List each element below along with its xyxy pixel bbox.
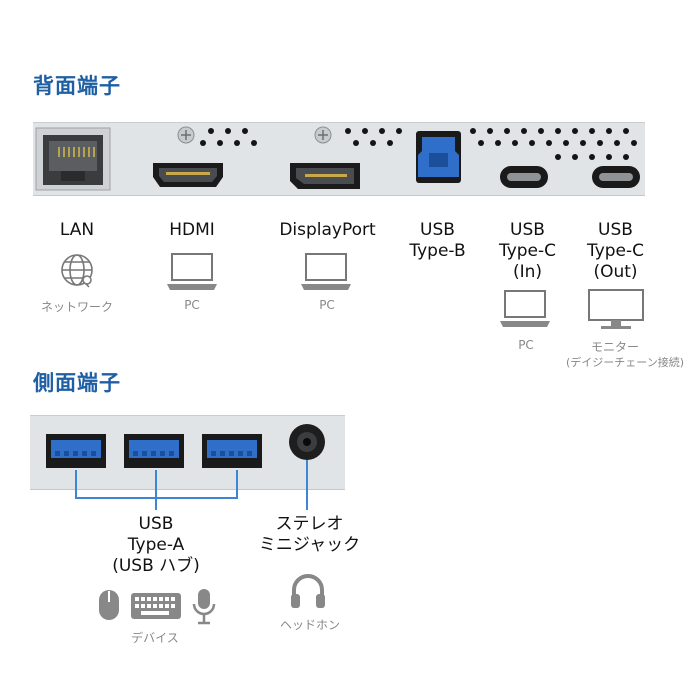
hdmi-label: HDMI xyxy=(169,220,215,240)
side-panel-graphic xyxy=(46,424,325,468)
laptop-icon xyxy=(166,252,218,292)
usb-type-a-label-line3: (USB ハブ) xyxy=(112,556,200,576)
usb-type-b-port xyxy=(416,131,461,183)
displayport-port xyxy=(290,163,360,189)
usb-type-b-label: USB Type-B xyxy=(400,220,475,262)
usb-type-a-device-label: デバイス xyxy=(131,631,179,645)
stereo-mini-jack-label: ステレオ ミニジャック xyxy=(252,514,367,556)
laptop-icon xyxy=(300,252,352,292)
mouse-icon xyxy=(97,588,121,622)
usb-type-c-out-port xyxy=(592,166,640,188)
microphone-icon xyxy=(191,587,217,625)
usb-type-c-out-label: USB Type-C (Out) xyxy=(578,220,653,283)
lan-label: LAN xyxy=(59,220,95,240)
side-section-title: 側面端子 xyxy=(33,371,121,395)
lan-port xyxy=(35,127,111,191)
usb-type-c-out-label-line1: USB xyxy=(598,220,633,240)
usb-type-a-port-1 xyxy=(46,434,106,468)
daisy-chain-note: (デイジーチェーン接続) xyxy=(565,356,685,369)
keyboard-icon xyxy=(130,592,182,620)
stereo-mini-jack-label-line1: ステレオ xyxy=(275,514,344,534)
stereo-mini-jack-device-label: ヘッドホン xyxy=(279,618,340,632)
usb-type-a-label-line1: USB xyxy=(138,514,174,534)
usb-type-c-in-label-line1: USB xyxy=(510,220,545,240)
displayport-label: DisplayPort xyxy=(279,220,376,240)
headphones-icon xyxy=(288,570,328,610)
globe-icon xyxy=(57,250,97,290)
stereo-mini-jack-port xyxy=(289,424,325,460)
stereo-mini-jack-label-line2: ミニジャック xyxy=(258,535,361,555)
usb-type-c-out-device-label: モニター xyxy=(590,340,639,354)
rear-section-title: 背面端子 xyxy=(33,74,121,98)
usb-type-c-in-label-line3: (In) xyxy=(512,262,543,282)
usb-type-c-out-label-line3: (Out) xyxy=(593,262,638,282)
usb-type-a-label: USB Type-A (USB ハブ) xyxy=(100,514,212,577)
usb-type-a-label-line2: Type-A xyxy=(127,535,185,555)
usb-type-c-out-label-line2: Type-C xyxy=(586,241,645,261)
rear-panel-graphic xyxy=(35,126,640,191)
usb-type-c-in-port xyxy=(500,166,548,188)
vent-holes xyxy=(200,128,637,160)
displayport-device-label: PC xyxy=(319,298,335,312)
monitor-icon xyxy=(587,288,645,332)
usb-type-c-in-label: USB Type-C (In) xyxy=(490,220,565,283)
usb-type-c-in-device-label: PC xyxy=(518,338,534,352)
usb-type-c-in-label-line2: Type-C xyxy=(498,241,557,261)
rear-panel xyxy=(33,122,645,196)
laptop-icon xyxy=(499,289,551,329)
screw-1 xyxy=(177,126,195,144)
usb-type-b-label-line1: USB xyxy=(420,220,455,240)
usb-type-a-port-3 xyxy=(202,434,262,468)
usb-type-b-label-line2: Type-B xyxy=(409,241,466,261)
usb-type-a-port-2 xyxy=(124,434,184,468)
lan-device-label: ネットワーク xyxy=(40,300,113,314)
screw-2 xyxy=(314,126,332,144)
hdmi-port xyxy=(153,163,223,187)
hdmi-device-label: PC xyxy=(184,298,200,312)
side-panel xyxy=(30,415,345,490)
